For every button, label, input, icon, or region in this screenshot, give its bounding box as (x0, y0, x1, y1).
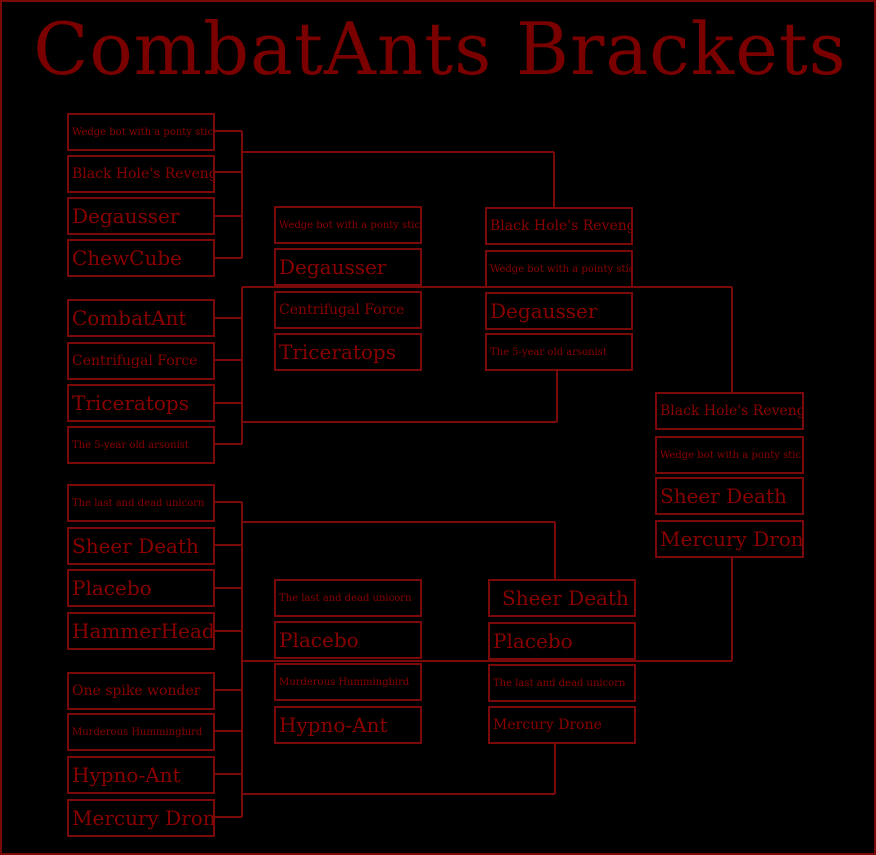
bracket-slot-round2-4: Triceratops (274, 333, 422, 371)
bracket-slot-round3-6: Placebo (488, 622, 636, 660)
page-title: CombatAnts Brackets (33, 7, 847, 91)
bracket-slot-round1-4: ChewCube (67, 239, 215, 277)
bracket-slot-round1-7: Triceratops (67, 384, 215, 422)
bracket-slot-round1-14: Murderous Hummingbird (67, 713, 215, 751)
bracket-slot-round2-1: Wedge bot with a ponty stick (274, 206, 422, 244)
bracket-slot-round3-4: The 5-year old arsonist (485, 333, 633, 371)
bracket-slot-round1-13: One spike wonder (67, 672, 215, 710)
bracket-slot-round1-2: Black Hole's Revenge (67, 155, 215, 193)
bracket-slot-round1-3: Degausser (67, 197, 215, 235)
bracket-slot-round3-5: Sheer Death (488, 579, 636, 617)
bracket-slot-final-2: Wedge bot with a ponty stick (655, 436, 804, 474)
bracket-slot-round3-3: Degausser (485, 292, 633, 330)
bracket-slot-round3-7: The last and dead unicorn (488, 664, 636, 702)
bracket-slot-round2-5: The last and dead unicorn (274, 579, 422, 617)
bracket-slot-round1-11: Placebo (67, 569, 215, 607)
bracket-slot-final-1: Black Hole's Revenge (655, 392, 804, 430)
bracket-slot-round1-1: Wedge bot with a ponty stick (67, 113, 215, 151)
bracket-slot-round3-1: Black Hole's Revenge (485, 207, 633, 245)
bracket-slot-round3-8: Mercury Drone (488, 706, 636, 744)
bracket-slot-final-3: Sheer Death (655, 477, 804, 515)
bracket-slot-round1-9: The last and dead unicorn (67, 484, 215, 522)
bracket-slot-round1-12: HammerHead (67, 612, 215, 650)
bracket-slot-round2-8: Hypno-Ant (274, 706, 422, 744)
bracket-slot-round2-3: Centrifugal Force (274, 291, 422, 329)
bracket-slot-round1-10: Sheer Death (67, 527, 215, 565)
bracket-slot-round2-2: Degausser (274, 248, 422, 286)
bracket-slot-round1-15: Hypno-Ant (67, 756, 215, 794)
bracket-slot-final-4: Mercury Drone (655, 520, 804, 558)
bracket-slot-round1-5: CombatAnt (67, 299, 215, 337)
bracket-slot-round1-16: Mercury Drone (67, 799, 215, 837)
bracket-slot-round2-7: Murderous Hummingbird (274, 663, 422, 701)
bracket-slot-round1-8: The 5-year old arsonist (67, 426, 215, 464)
bracket-slot-round3-2: Wedge bot with a pointy stick (485, 250, 633, 288)
bracket-slot-round1-6: Centrifugal Force (67, 342, 215, 380)
bracket-slot-round2-6: Placebo (274, 621, 422, 659)
